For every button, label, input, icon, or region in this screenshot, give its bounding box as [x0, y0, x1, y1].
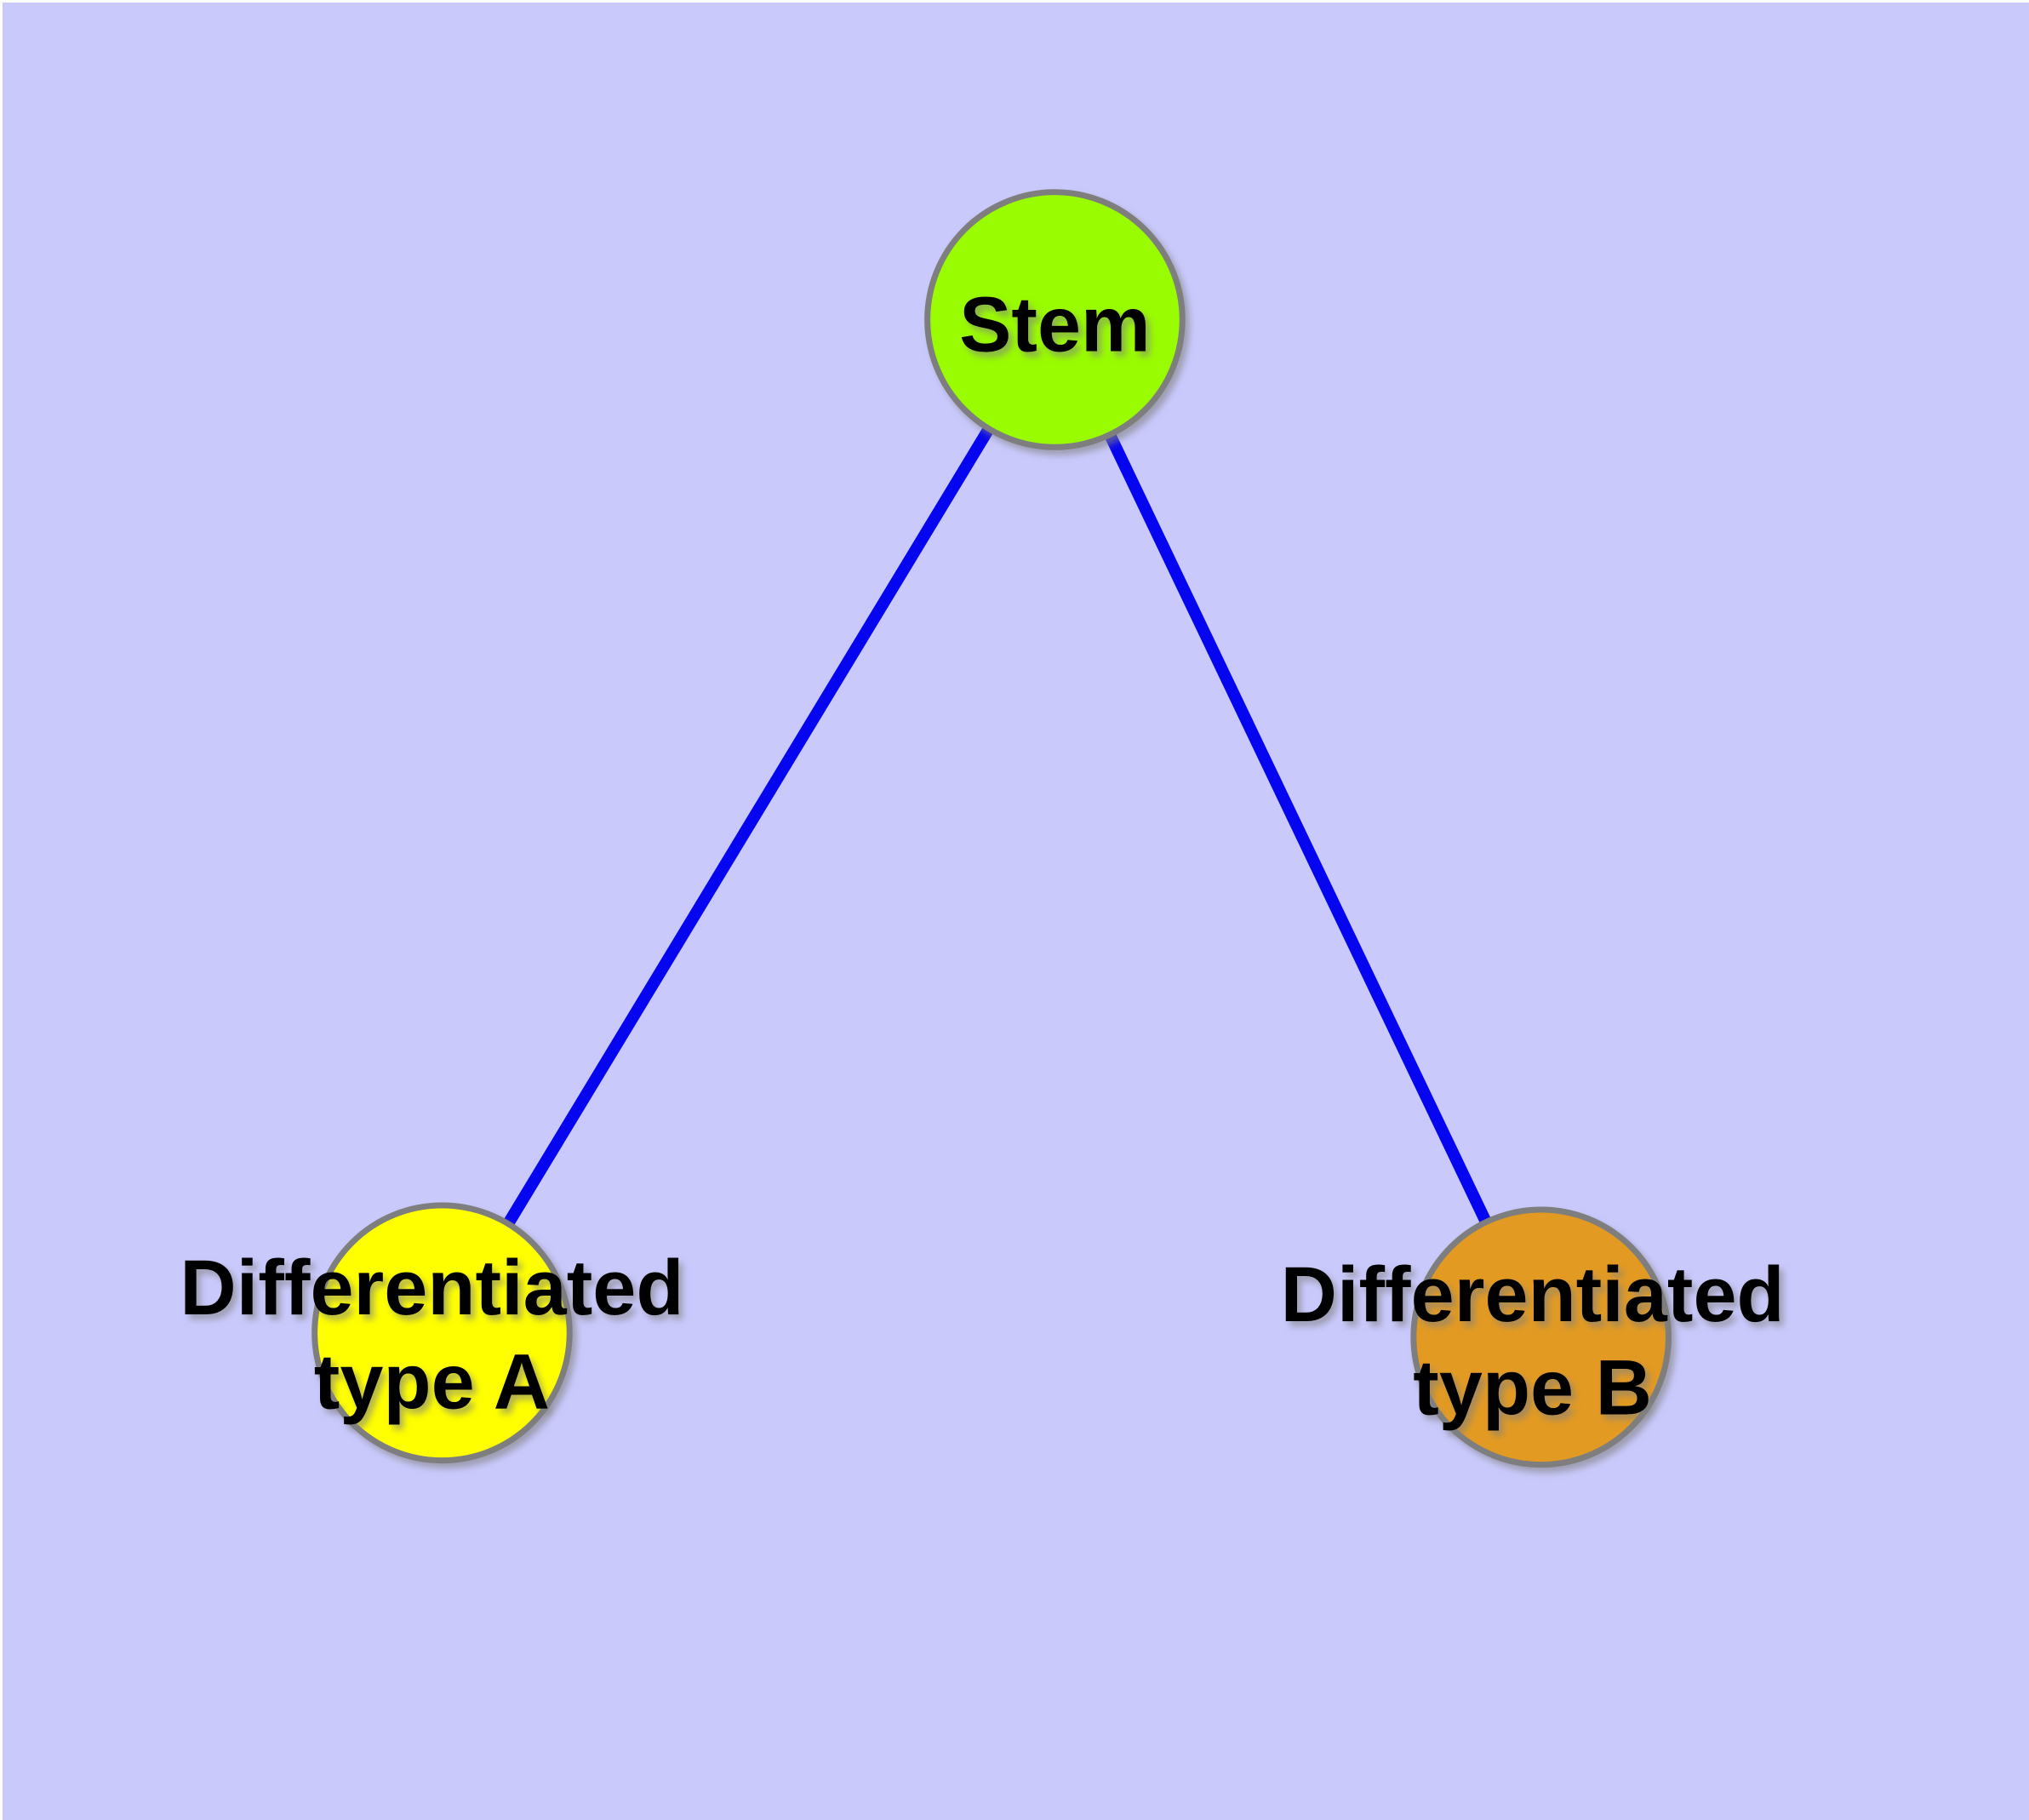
node-differentiated-type-a-label-line1: Differentiated — [180, 1245, 683, 1331]
node-differentiated-type-a-label-line2: type A — [314, 1339, 550, 1426]
edge-stem-to-type-b — [1049, 317, 1546, 1340]
node-stem-label: Stem — [959, 281, 1151, 368]
node-stem — [924, 189, 1186, 450]
node-differentiated-type-b-label-line1: Differentiated — [1281, 1251, 1785, 1338]
node-differentiated-type-b-label-line2: type B — [1413, 1345, 1652, 1432]
graph-svg: Stem Differentiated type A Differentiate… — [180, 189, 1785, 1468]
edge-stem-to-type-a — [437, 316, 1060, 1336]
node-differentiated-type-b — [1410, 1206, 1672, 1468]
node-differentiated-type-a — [311, 1202, 573, 1464]
